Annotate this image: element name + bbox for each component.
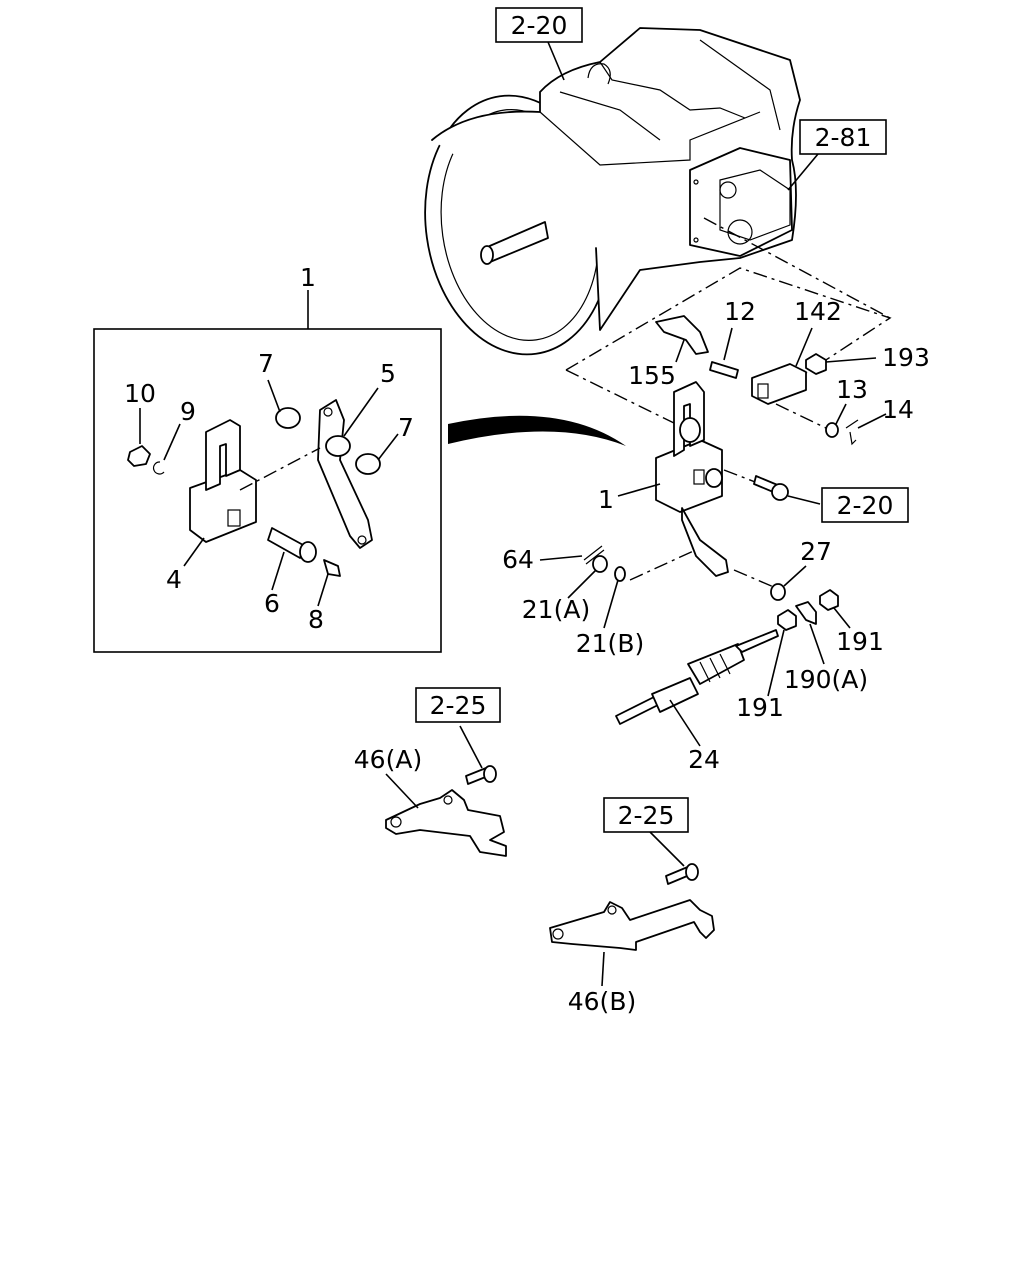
part-191-nut-right xyxy=(819,589,839,611)
callout-13: 13 xyxy=(836,375,868,404)
part-8-fitting xyxy=(323,559,341,577)
part-21a-washer xyxy=(592,555,608,573)
callout-7-right: 7 xyxy=(398,413,414,442)
part-193-nut xyxy=(805,353,827,375)
callout-10: 10 xyxy=(124,379,156,408)
part-10-nut xyxy=(127,445,151,467)
part-12-bolt xyxy=(709,361,739,379)
callout-142: 142 xyxy=(794,297,842,326)
part-24-cable xyxy=(615,629,779,725)
transmission-housing xyxy=(424,27,801,356)
callout-190a: 190(A) xyxy=(784,665,868,694)
callout-7-left: 7 xyxy=(258,349,274,378)
part-14-pin xyxy=(845,419,859,446)
assembly-1-inset xyxy=(93,290,442,653)
inset-frame xyxy=(93,328,442,653)
callout-21a: 21(A) xyxy=(522,595,590,624)
part-46b-bracket xyxy=(549,831,715,987)
part-21b-washer xyxy=(614,566,626,582)
callout-6: 6 xyxy=(264,589,280,618)
svg-text:2-20: 2-20 xyxy=(511,11,568,40)
callout-1-mid: 1 xyxy=(598,485,614,514)
callout-191-mid: 191 xyxy=(736,693,784,722)
callout-8: 8 xyxy=(308,605,324,634)
zoom-arrow xyxy=(448,415,626,446)
callout-12: 12 xyxy=(724,297,756,326)
part-64-split-pin xyxy=(583,545,605,565)
part-6-pin xyxy=(267,527,306,559)
svg-text:2-20: 2-20 xyxy=(837,491,894,520)
ref-box-2-25-right[interactable]: 2-25 xyxy=(603,797,689,833)
callout-5: 5 xyxy=(380,359,396,388)
callout-64: 64 xyxy=(502,545,534,574)
svg-text:2-81: 2-81 xyxy=(815,123,872,152)
part-9-ring xyxy=(152,461,165,475)
main-assembly xyxy=(539,217,892,747)
callout-155: 155 xyxy=(628,361,676,390)
part-190a-clevis xyxy=(795,601,817,625)
part-27-washer xyxy=(770,583,786,601)
part-191-nut-mid xyxy=(777,609,797,631)
ref-box-2-20-mid[interactable]: 2-20 xyxy=(821,487,909,523)
callout-191-right: 191 xyxy=(836,627,884,656)
callout-46b: 46(B) xyxy=(568,987,636,1016)
callout-27: 27 xyxy=(800,537,832,566)
callout-24: 24 xyxy=(688,745,720,774)
callout-46a: 46(A) xyxy=(354,745,422,774)
ref-box-2-25-left[interactable]: 2-25 xyxy=(415,687,501,723)
callout-193: 193 xyxy=(882,343,930,372)
svg-text:2-25: 2-25 xyxy=(430,691,487,720)
part-13-washer xyxy=(825,422,839,438)
part-155-clip xyxy=(655,315,709,355)
callout-1-top: 1 xyxy=(300,263,316,292)
callout-21b: 21(B) xyxy=(576,629,644,658)
part-7-bushing-right xyxy=(355,453,381,475)
callout-14: 14 xyxy=(882,395,914,424)
ref-box-2-20-top[interactable]: 2-20 xyxy=(495,7,583,81)
ref-box-2-81[interactable]: 2-81 xyxy=(787,119,887,191)
svg-text:2-25: 2-25 xyxy=(618,801,675,830)
callout-9: 9 xyxy=(180,397,196,426)
part-46a-bracket xyxy=(385,725,507,857)
part-7-bushing-left xyxy=(275,407,301,429)
part-142-block xyxy=(751,363,807,405)
callout-4: 4 xyxy=(166,565,182,594)
